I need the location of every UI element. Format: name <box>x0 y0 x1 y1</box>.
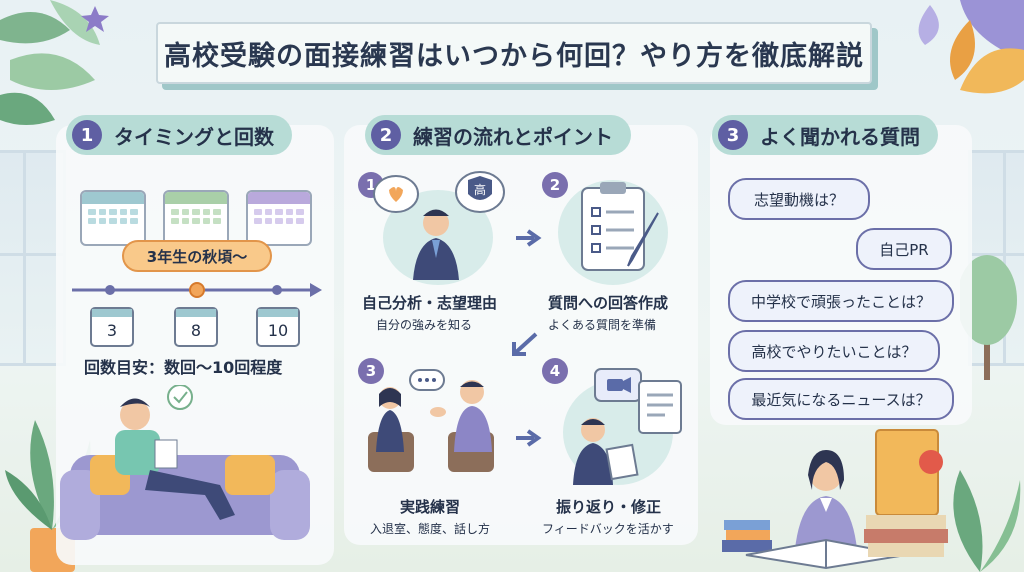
question-bubble: 中学校で頑張ったことは？ <box>728 280 954 322</box>
start-timing-label: 3年生の秋頃〜 <box>146 247 248 266</box>
tree-right-decoration <box>960 255 1017 380</box>
question-bubble: 志望動機は？ <box>728 178 870 220</box>
question-bubble: 最近気になるニュースは？ <box>728 378 954 420</box>
step-title: 振り返り・修正 <box>556 498 662 516</box>
section-1-header: 1 タイミングと回数 <box>66 115 292 155</box>
step-subtitle: 自分の強みを知る <box>376 318 473 332</box>
section-2-header: 2 練習の流れとポイント <box>365 115 631 155</box>
leaves-top-left-decoration <box>0 0 100 125</box>
day-calendar-8: 8 <box>174 307 218 347</box>
interview-practice-illustration <box>368 369 494 472</box>
day-calendar-10: 10 <box>256 307 300 347</box>
section-number-badge: 2 <box>371 120 401 150</box>
question-bubble: 自己PR <box>856 228 952 270</box>
section-questions-panel <box>710 125 972 425</box>
calendar-icon <box>246 190 312 246</box>
section-number-badge: 3 <box>718 120 748 150</box>
flow-arrow-right-icon <box>516 429 542 447</box>
day-number: 3 <box>106 321 118 340</box>
step-subtitle: 入退室、態度、話し方 <box>370 522 491 536</box>
start-timing-pill: 3年生の秋頃〜 <box>122 240 272 272</box>
section-title: よく聞かれる質問 <box>760 124 920 149</box>
leaves-top-right-decoration <box>918 0 1024 94</box>
shield-char-text: 高 <box>474 182 486 197</box>
step-title: 自己分析・志望理由 <box>362 294 498 312</box>
day-calendar-3: 3 <box>90 307 134 347</box>
question-bubble: 高校でやりたいことは？ <box>728 330 940 372</box>
section-title: タイミングと回数 <box>114 124 274 149</box>
self-analysis-illustration: 高 <box>373 171 505 280</box>
section-number-badge: 1 <box>72 120 102 150</box>
background-window-left <box>0 150 66 366</box>
step-number-badge: 4 <box>542 358 568 384</box>
section-title: 練習の流れとポイント <box>413 124 613 149</box>
step-title: 実践練習 <box>400 498 461 516</box>
flow-arrow-down-left-icon <box>512 332 538 356</box>
timeline-arrow <box>72 282 322 298</box>
studying-student-illustration <box>722 429 948 570</box>
day-number: 10 <box>267 321 289 340</box>
page-title: 高校受験の面接練習はいつから何回？やり方を徹底解説 <box>164 40 864 72</box>
student-on-sofa-illustration <box>60 385 310 540</box>
calendar-icon <box>80 190 146 246</box>
title-banner: 高校受験の面接練習はいつから何回？やり方を徹底解説 <box>156 22 872 84</box>
step-number-badge: 3 <box>358 358 384 384</box>
step-number-badge: 2 <box>542 172 568 198</box>
review-feedback-illustration <box>573 368 682 485</box>
calendar-icon <box>163 190 229 246</box>
count-guide-text: 回数目安：数回〜10回程度 <box>84 358 283 377</box>
step-title: 質問への回答作成 <box>548 294 669 312</box>
clipboard-checklist-illustration <box>581 182 659 271</box>
step-subtitle: フィードバックを活かす <box>542 522 674 536</box>
step-subtitle: よくある質問を準備 <box>548 318 657 332</box>
section-3-header: 3 よく聞かれる質問 <box>712 115 938 155</box>
plant-bottom-right-decoration <box>953 470 1021 572</box>
day-number: 8 <box>190 321 202 340</box>
flow-arrow-right-icon <box>516 229 542 247</box>
star-icon <box>81 6 109 32</box>
